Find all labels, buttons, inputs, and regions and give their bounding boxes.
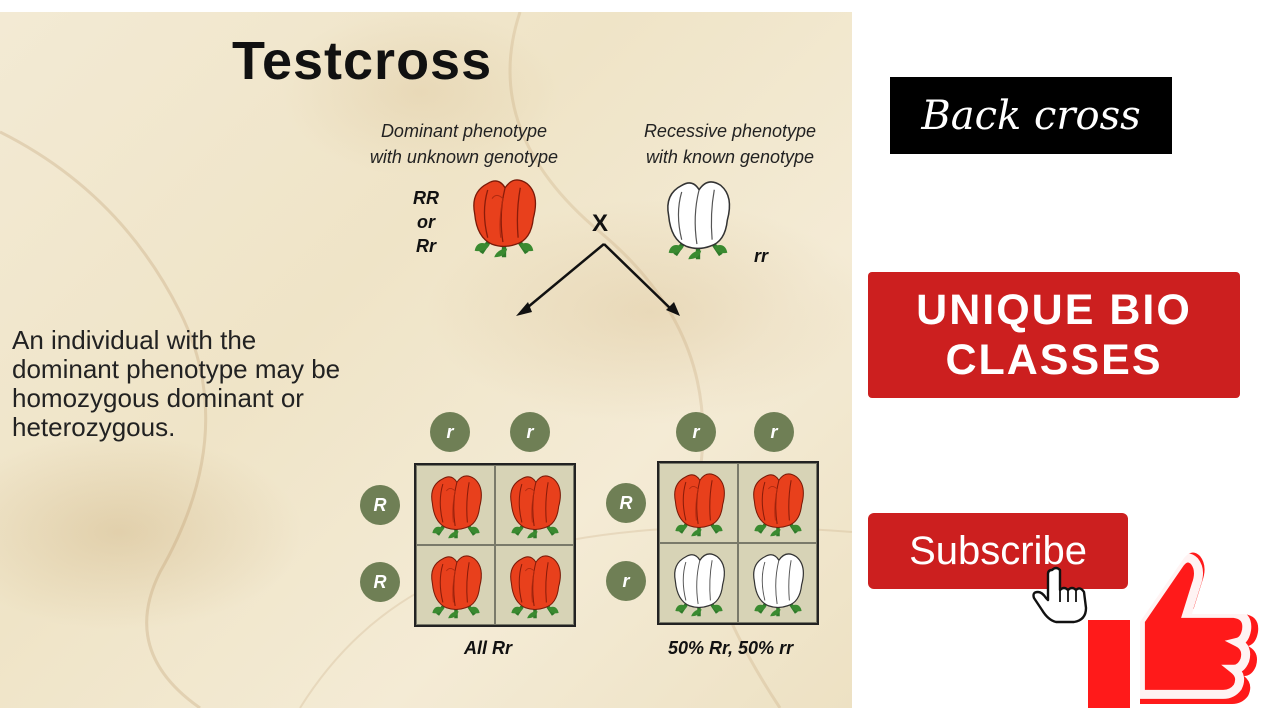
body-text: An individual with the dominant phenotyp…: [12, 325, 341, 442]
red-flower-icon: [668, 468, 730, 538]
slide-panel: Testcross Dominant phenotype with unknow…: [0, 12, 852, 708]
allele-top-left-2: r: [510, 412, 550, 452]
allele-top-right-2: r: [754, 412, 794, 452]
punnett-cell: [659, 463, 738, 543]
allele-top-left-1: r: [430, 412, 470, 452]
recessive-caption-line-1: Recessive phenotype: [643, 121, 817, 141]
red-flower-icon: [504, 550, 566, 620]
genotype-rr-dominant: RR: [413, 188, 439, 208]
red-flower-icon: [425, 550, 487, 620]
red-flower-icon: [425, 470, 487, 540]
subscribe-button[interactable]: Subscribe: [868, 513, 1128, 589]
thumbs-up-icon: [1088, 552, 1259, 708]
punnett-cell: [659, 543, 738, 623]
result-left: All Rr: [464, 638, 513, 658]
cross-arrows: [516, 243, 680, 316]
brand-banner: UNIQUE BIO CLASSES: [868, 272, 1240, 398]
dominant-genotype: RR or Rr: [404, 186, 448, 258]
punnett-cell: [495, 465, 574, 545]
punnett-cell: [416, 545, 495, 625]
allele-side-right-1: R: [606, 483, 646, 523]
allele-side-left-2: R: [360, 562, 400, 602]
slide-title: Testcross: [232, 31, 493, 91]
punnett-square-left: [414, 463, 576, 627]
recessive-caption: Recessive phenotype with known genotype: [616, 118, 844, 170]
dominant-caption: Dominant phenotype with unknown genotype: [344, 118, 584, 170]
genotype-rr-hetero: Rr: [415, 236, 436, 256]
punnett-cell: [738, 463, 817, 543]
result-right: 50% Rr, 50% rr: [668, 638, 794, 658]
genotype-or: or: [417, 212, 435, 232]
red-flower-icon: [747, 468, 809, 538]
allele-top-right-1: r: [676, 412, 716, 452]
allele-side-left-1: R: [360, 485, 400, 525]
allele-side-right-2: r: [606, 561, 646, 601]
back-cross-label: Back cross: [890, 77, 1172, 154]
punnett-cell: [738, 543, 817, 623]
white-flower-icon: [668, 548, 730, 618]
dominant-caption-line-1: Dominant phenotype: [380, 121, 548, 141]
punnett-cell: [416, 465, 495, 545]
pointing-hand-icon: [1032, 566, 1088, 624]
dominant-caption-line-2: with unknown genotype: [369, 147, 559, 167]
punnett-cell: [495, 545, 574, 625]
brand-line-1: UNIQUE BIO: [916, 286, 1192, 334]
red-flower-icon: [504, 470, 566, 540]
white-flower-icon: [747, 548, 809, 618]
recessive-caption-line-2: with known genotype: [645, 147, 815, 167]
recessive-genotype: rr: [753, 246, 768, 266]
cross-symbol: X: [592, 210, 609, 237]
brand-line-2: CLASSES: [945, 336, 1163, 384]
punnett-square-right: [657, 461, 819, 625]
